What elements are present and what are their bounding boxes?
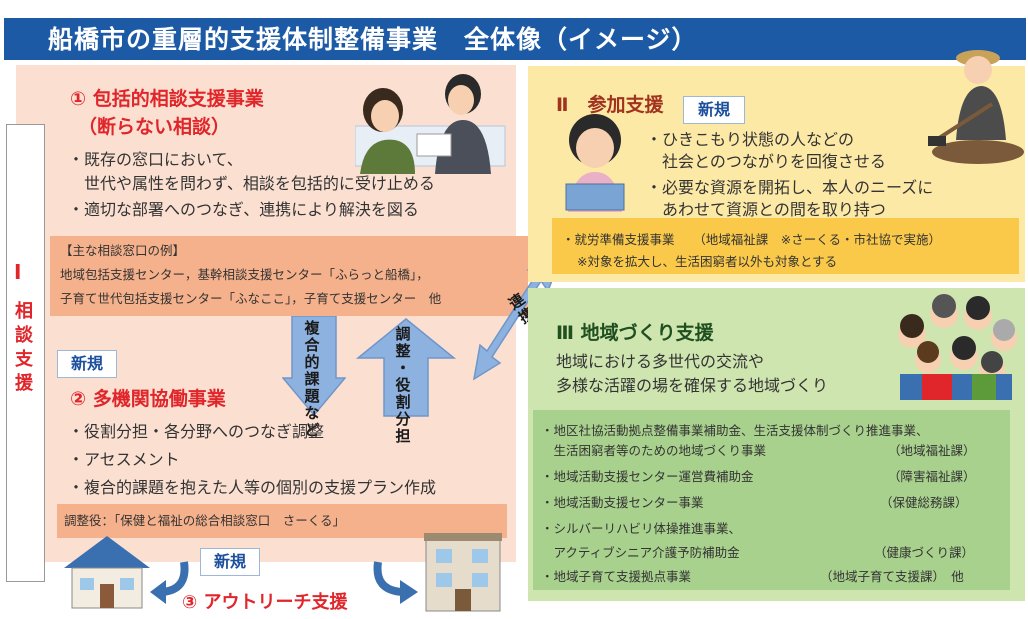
section2-bullet: ・複合的課題を抱えた人等の個別の支援プラン作成 bbox=[68, 478, 437, 497]
participation-bullet: 社会とのつながりを回復させる bbox=[646, 152, 886, 171]
section2-bullet: ・アセスメント bbox=[68, 450, 180, 469]
woman-at-laptop-icon bbox=[565, 114, 625, 212]
arrow-down bbox=[282, 316, 346, 416]
participation-bullet: ・ひきこもり状態の人などの bbox=[646, 130, 855, 149]
community-desc: 多様な活躍の場を確保する地域づくり bbox=[556, 376, 829, 395]
coordinator-text: 調整役：「保健と福祉の総合相談窓口 さーくる」 bbox=[64, 513, 346, 528]
arrow-up bbox=[356, 318, 456, 417]
community-item-dept: （地域福祉課） bbox=[888, 443, 976, 458]
house-left-icon bbox=[64, 536, 150, 609]
community-item-dept: （保健総務課） bbox=[880, 495, 968, 510]
side-label-box bbox=[6, 124, 45, 582]
section1-subheading: （断らない相談） bbox=[78, 116, 231, 138]
participation-note: ※対象を拡大し、生活困窮者以外も対象とする bbox=[577, 254, 838, 269]
section1-bullet: ・既存の窓口において、 bbox=[68, 150, 243, 169]
community-item-dept: （健康づくり課） bbox=[874, 545, 975, 560]
community-item: ・地域活動支援センター運営費補助金 bbox=[541, 469, 754, 484]
section2-heading: ② 多機関協働事業 bbox=[70, 388, 226, 410]
community-item: ・シルバーリハビリ体操推進事業、 bbox=[541, 521, 742, 536]
arrow-up-label: 調整・役割分担 bbox=[395, 325, 411, 445]
community-item: アクティブシニア介護予防補助金 bbox=[541, 545, 740, 560]
community-item: ・地域子育て支援拠点事業 bbox=[541, 569, 692, 584]
crowd-illustration bbox=[898, 294, 1017, 400]
examples-band bbox=[50, 236, 528, 316]
participation-program: ・就労準備支援事業 （地域福祉課 ※さーくる・市社協で実施） bbox=[562, 232, 941, 247]
community-heading: Ⅲ 地域づくり支援 bbox=[556, 322, 714, 344]
section1-bullet: 世代や属性を問わず、相談を包括的に受け止める bbox=[68, 174, 435, 193]
section1-heading: ① 包括的相談支援事業 bbox=[70, 88, 264, 110]
community-item: 生活困窮者等のための地域づくり事業 bbox=[541, 443, 767, 458]
title-bar bbox=[4, 18, 1026, 60]
community-desc: 地域における多世代の交流や bbox=[556, 352, 765, 371]
community-item: ・地区社協活動拠点整備事業補助金、生活支援体制づくり推進事業、 bbox=[541, 423, 929, 438]
apartment-icon bbox=[424, 533, 502, 612]
arrow-down-label: 複合的課題など bbox=[304, 319, 320, 439]
curved-arrow-right-icon bbox=[373, 561, 418, 604]
community-programs-band bbox=[533, 410, 1010, 590]
community-item-dept: （地域子育て支援課） 他 bbox=[820, 569, 964, 584]
side-numeral: Ⅰ bbox=[14, 260, 22, 284]
new-badge: 新規 bbox=[683, 96, 745, 124]
coordinator-band bbox=[57, 504, 507, 538]
curved-arrow-left-icon bbox=[150, 561, 189, 604]
examples-line: 子育て世代包括支援センター「ふなここ」，子育て支援センター 他 bbox=[60, 291, 442, 306]
consultation-illustration bbox=[355, 74, 506, 174]
participation-heading: Ⅱ 参加支援 bbox=[556, 94, 664, 116]
new-badge: 新規 bbox=[200, 548, 260, 576]
side-label: 相 談 支 援 bbox=[15, 301, 33, 394]
section3-heading: ③ アウトリーチ支援 bbox=[182, 592, 348, 613]
participation-bullet: ・必要な資源を開拓し、本人のニーズに bbox=[646, 178, 934, 197]
community-item-dept: （障害福祉課） bbox=[888, 469, 976, 484]
farmer-icon bbox=[928, 50, 1024, 164]
participation-bullet: あわせて資源との間を取り持つ bbox=[646, 200, 886, 219]
examples-line: 地域包括支援センター，基幹相談支援センター「ふらっと船橋」， bbox=[60, 267, 429, 282]
examples-title: 【主な相談窓口の例】 bbox=[60, 243, 186, 258]
section2-bullet: ・役割分担・各分野へのつなぎ調整 bbox=[68, 422, 325, 441]
participation-program-band bbox=[552, 218, 1019, 274]
community-item: ・地域活動支援センター事業 bbox=[541, 495, 704, 510]
page-title: 船橋市の重層的支援体制整備事業 全体像（イメージ） bbox=[48, 25, 698, 54]
section1-bullet: ・適切な部署へのつなぎ、連携により解決を図る bbox=[68, 200, 419, 219]
new-badge: 新規 bbox=[57, 350, 117, 378]
